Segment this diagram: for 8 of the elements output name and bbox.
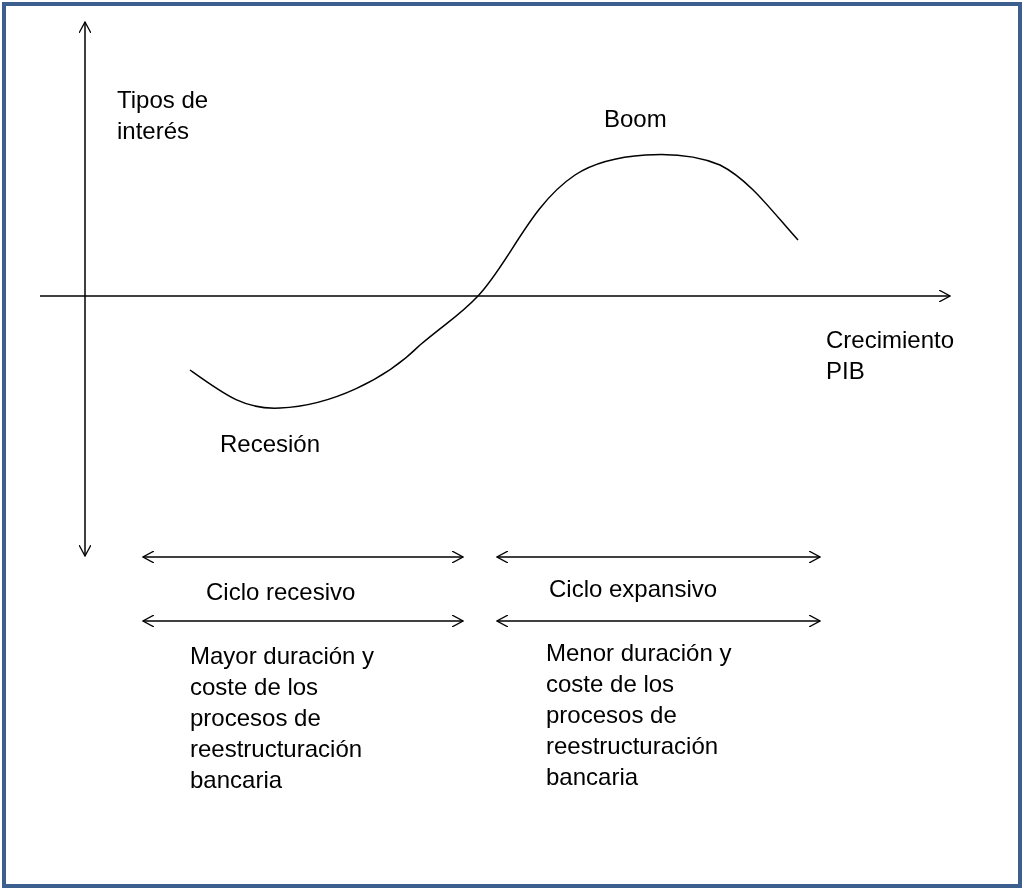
axis-label: Tipos de interés	[117, 85, 210, 146]
peak-label: Boom	[604, 104, 668, 134]
description-text: Mayor duración y coste de los procesos de reestructuración bancaria	[190, 641, 376, 795]
description-text: Menor duración y coste de los procesos de reestructuración bancaria	[546, 638, 733, 792]
trough-label: Recesión	[220, 429, 322, 459]
axis-label: Crecimiento PIB	[826, 325, 956, 386]
cycle-label: Ciclo expansivo	[549, 574, 719, 604]
cycle-label: Ciclo recesivo	[206, 577, 357, 607]
